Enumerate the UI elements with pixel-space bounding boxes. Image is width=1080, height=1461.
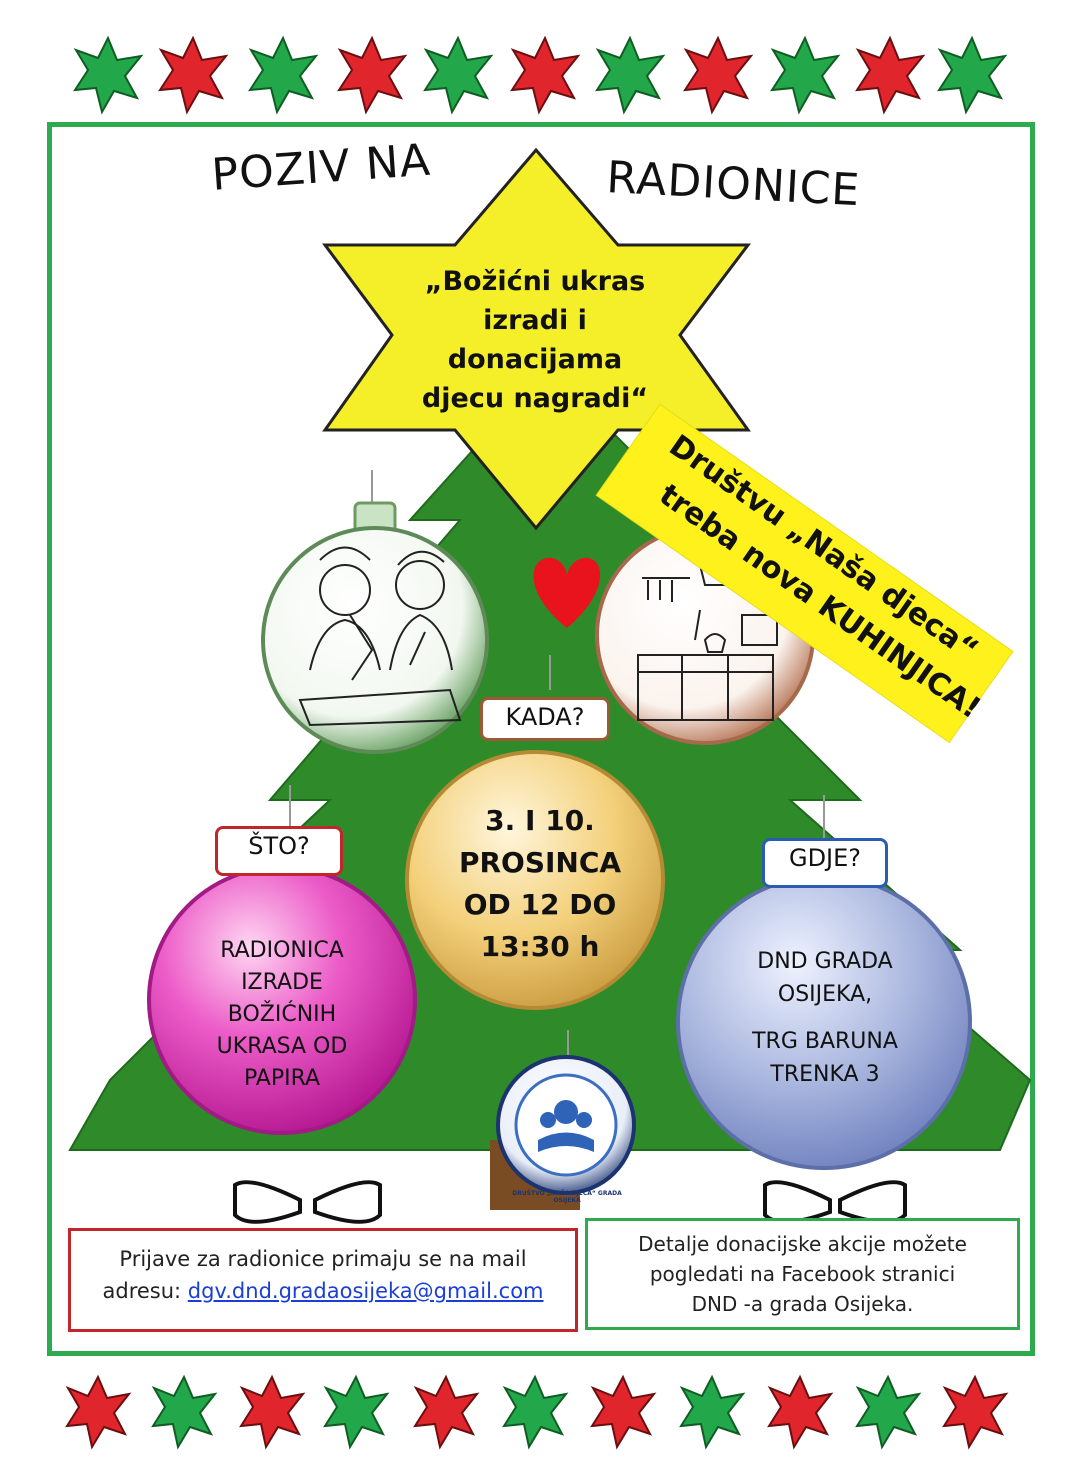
donation-line: DND -a grada Osijeka. [691, 1292, 914, 1316]
location-line: OSIJEKA, [777, 982, 873, 1007]
location-line: DND GRADA [757, 949, 893, 974]
star-slogan-line: „Božićni ukras [424, 266, 646, 297]
children-drawing-illustration [298, 546, 462, 727]
workshop-line: UKRASA OD [216, 1034, 348, 1059]
gift-bow-left [233, 1180, 382, 1224]
donation-line: pogledati na Facebook stranici [649, 1262, 956, 1286]
location-info: DND GRADA OSIJEKA, TRG BARUNA TRENKA 3 [715, 945, 935, 1091]
logo-text: DRUŠTVO „NAŠA DJECA“ GRADA OSIJEKA [512, 1190, 622, 1204]
email-link[interactable]: dgv.dnd.gradaosijeka@gmail.com [187, 1279, 544, 1303]
registration-line: adresu: dgv.dnd.gradaosijeka@gmail.com [71, 1275, 575, 1307]
location-line: TRENKA 3 [770, 1062, 880, 1087]
where-tag: GDJE? [762, 838, 888, 888]
location-line: TRG BARUNA [752, 1029, 898, 1054]
workshop-line: IZRADE [241, 970, 323, 995]
date-info: 3. I 10. PROSINCA OD 12 DO 13:30 h [430, 800, 650, 968]
poster-frame [47, 122, 1035, 1356]
date-line: PROSINCA [458, 846, 622, 879]
registration-note: Prijave za radionice primaju se na mail … [68, 1228, 578, 1332]
star-slogan-line: donacijama [447, 344, 623, 375]
ornament-icon [405, 655, 665, 1010]
workshop-info: RADIONICA IZRADE BOŽIĆNIH UKRASA OD PAPI… [172, 935, 392, 1095]
registration-line: Prijave za radionice primaju se na mail [119, 1247, 527, 1271]
workshop-line: BOŽIĆNIH [227, 1002, 337, 1027]
ornament-icon [261, 470, 489, 754]
donation-line: Detalje donacijske akcije možete [638, 1232, 967, 1256]
heart-icon [533, 557, 601, 628]
star-slogan: „Božićni ukras izradi i donacijama djecu… [405, 262, 665, 418]
ornament-icon [496, 1030, 636, 1195]
date-line: 13:30 h [480, 930, 600, 963]
star-slogan-line: djecu nagradi“ [421, 383, 649, 414]
star-icon [322, 147, 752, 531]
kitchen-drawing-illustration [637, 564, 778, 721]
donation-note: Detalje donacijske akcije možete pogleda… [585, 1218, 1020, 1330]
date-line: OD 12 DO [463, 888, 617, 921]
email-prefix: adresu: [102, 1279, 188, 1303]
date-line: 3. I 10. [485, 804, 595, 837]
what-tag: ŠTO? [215, 826, 343, 876]
workshop-line: PAPIRA [243, 1066, 321, 1091]
location-line [715, 1011, 935, 1025]
gift-bow-right [763, 1180, 907, 1224]
workshop-line: RADIONICA [220, 938, 344, 963]
when-tag: KADA? [480, 697, 610, 741]
star-slogan-line: izradi i [483, 305, 587, 336]
